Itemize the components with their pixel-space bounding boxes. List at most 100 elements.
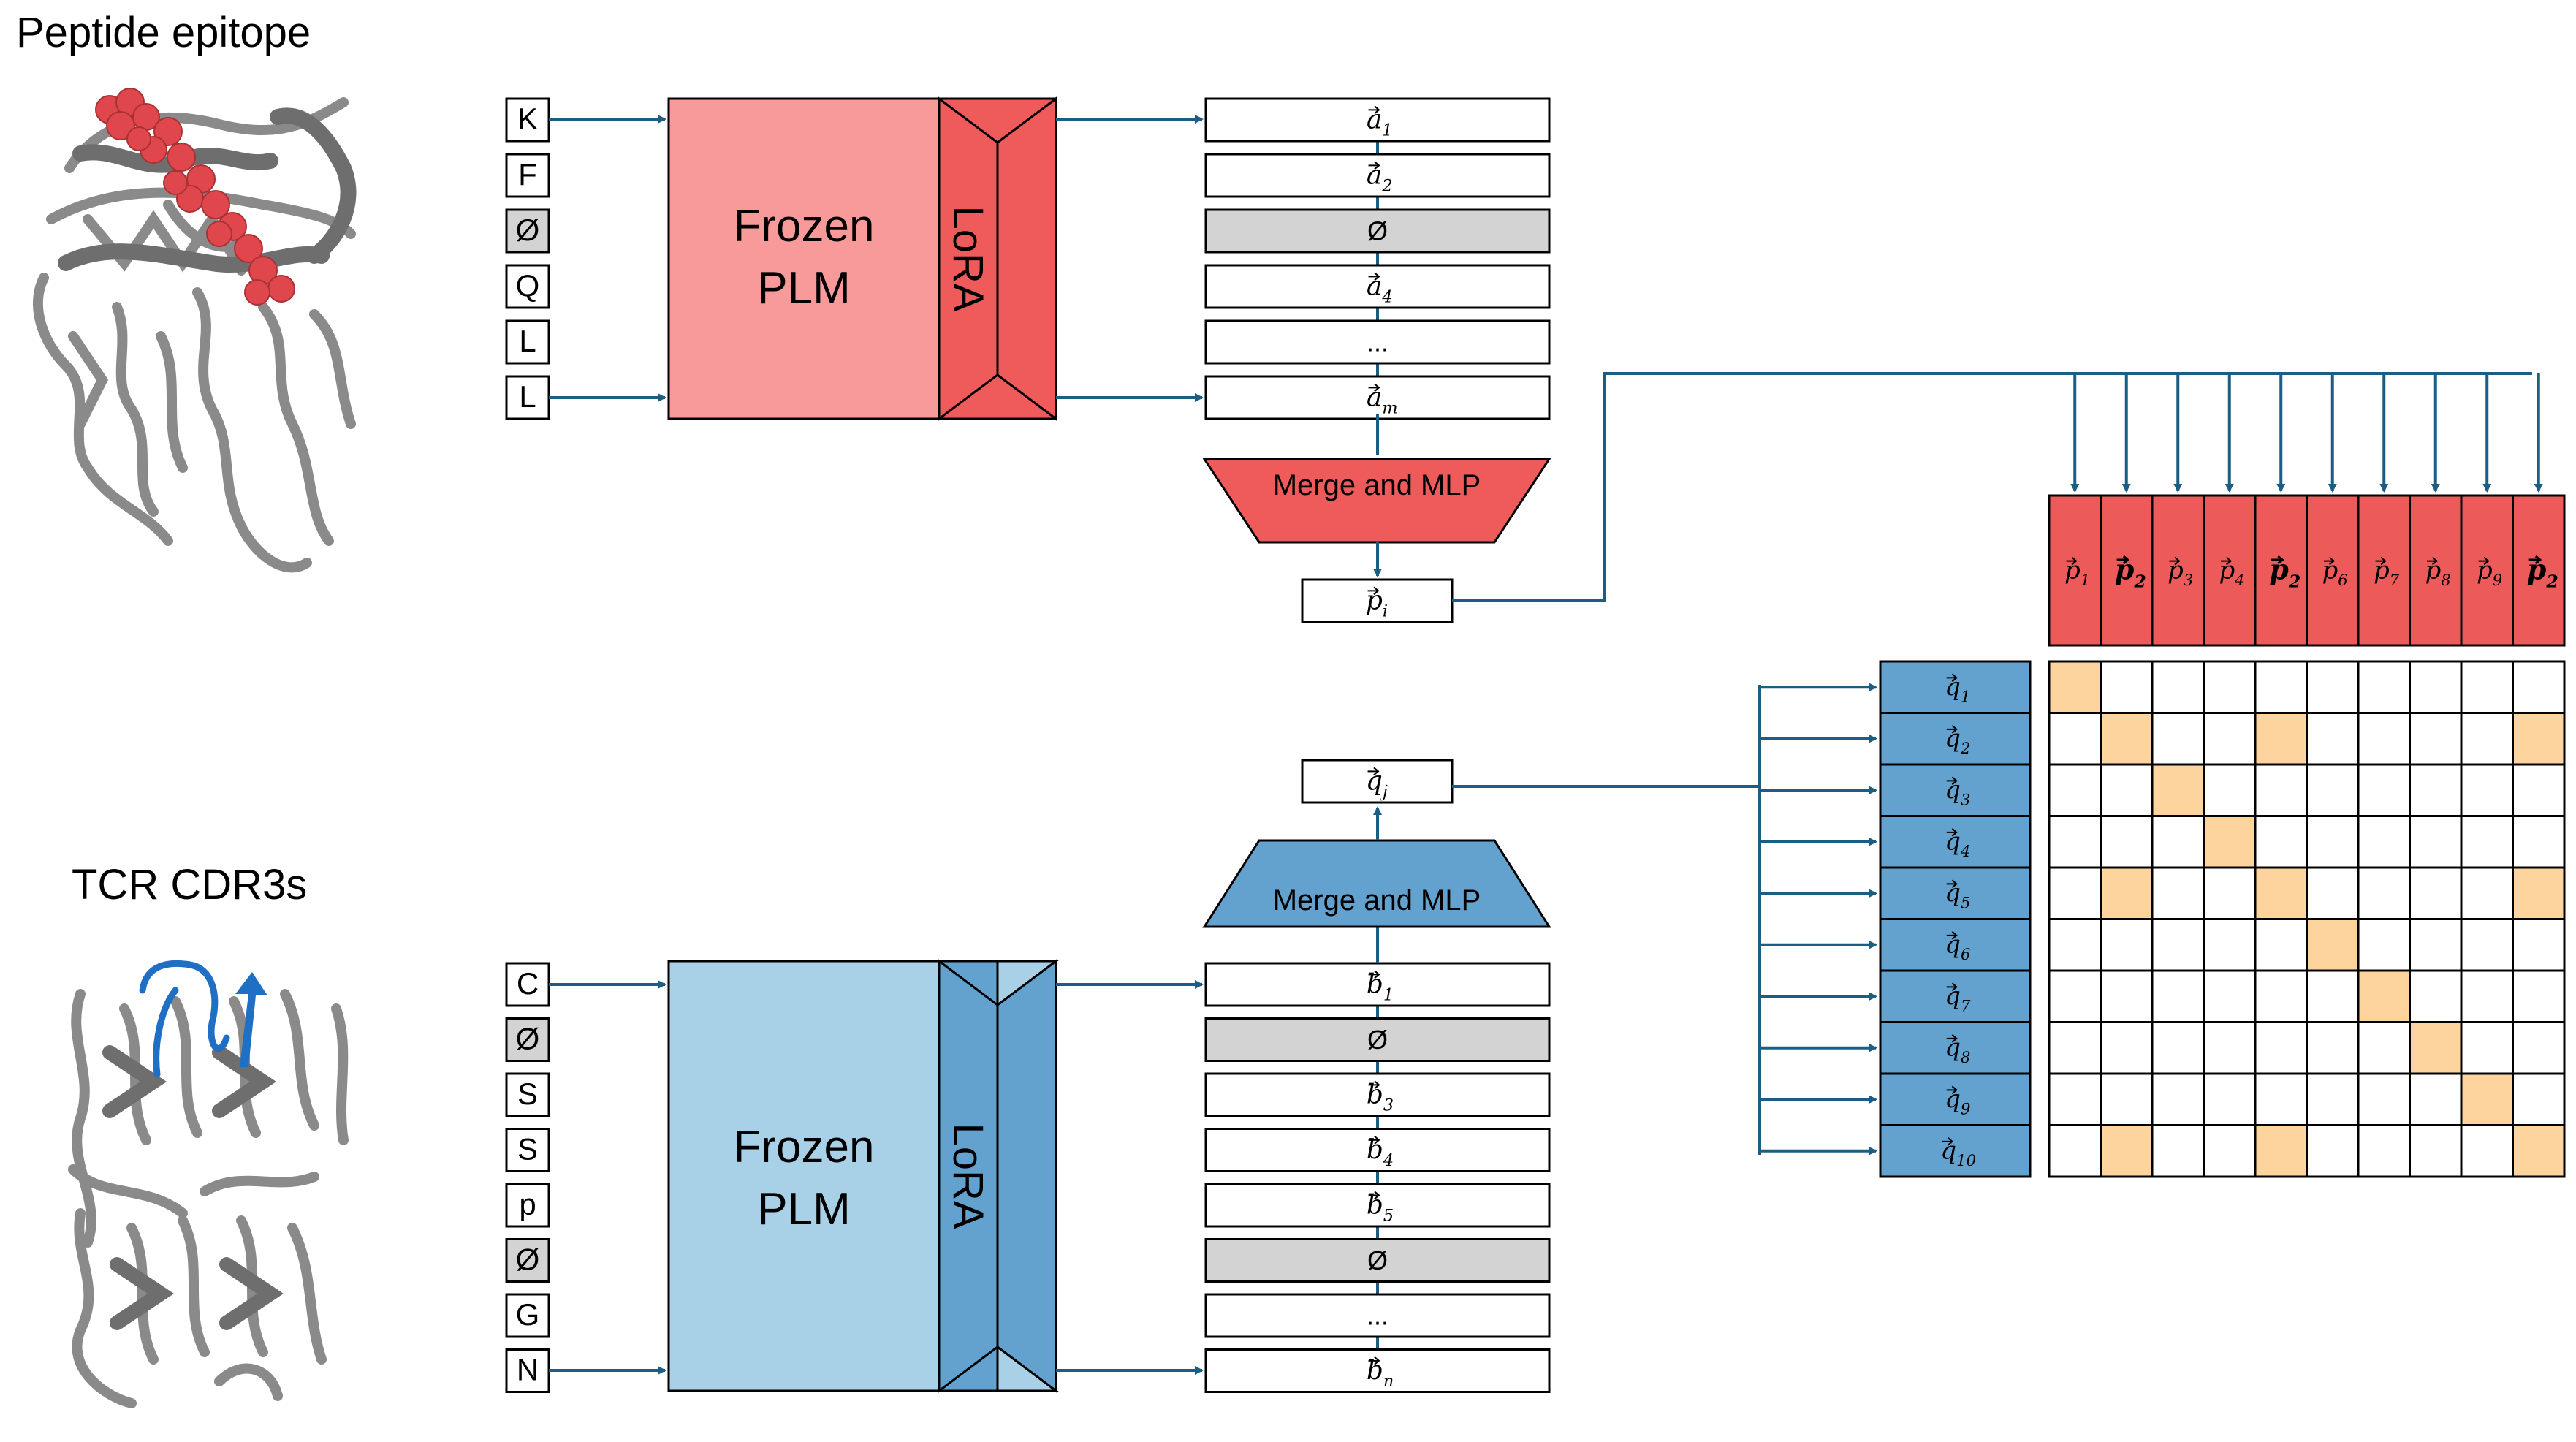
tcr-output-label-vector-arrow <box>1367 767 1380 776</box>
matrix-cell <box>2409 660 2463 714</box>
matrix-cell <box>2460 660 2514 714</box>
tcr-lora-block: LoRA <box>938 959 1060 1393</box>
matrix-cell <box>2151 1072 2205 1126</box>
peptide-token-label: Ø <box>516 213 540 247</box>
tcr-merge-label: Merge and MLP <box>1273 884 1481 917</box>
matrix-cell-positive <box>2254 866 2308 920</box>
matrix-cell-positive <box>2512 712 2566 766</box>
tcr-lora-label: LoRA <box>944 1123 992 1229</box>
matrix-column-label: p2 <box>2527 553 2558 592</box>
matrix-cell <box>2357 866 2411 920</box>
peptide-token-label: F <box>518 157 537 191</box>
matrix-row-label-vector-arrow <box>1946 931 1958 940</box>
matrix-cell <box>2048 866 2102 920</box>
matrix-cell <box>2409 866 2463 920</box>
matrix-cell <box>2409 969 2463 1023</box>
interaction-matrix <box>2048 660 2566 1178</box>
matrix-column-label-vector-arrow <box>2324 556 2336 566</box>
peptide-embedding-label-text: ... <box>1367 327 1388 357</box>
matrix-row-label-vector-arrow <box>1946 673 1958 683</box>
matrix-column-label-vector-arrow <box>2169 556 2181 566</box>
matrix-column-label-vector-arrow <box>2528 555 2542 565</box>
tcr-embedding-label-vector-arrow <box>1368 970 1380 979</box>
matrix-cell <box>2254 815 2308 869</box>
matrix-cell <box>2100 1072 2154 1126</box>
matrix-row-label-vector-arrow <box>1946 776 1958 786</box>
matrix-row-label-vector-arrow <box>1946 982 1958 992</box>
tcr-token-label: S <box>517 1077 538 1111</box>
matrix-cell <box>2512 660 2566 714</box>
matrix-cell <box>2048 918 2102 972</box>
matrix-row-label-text: q9 <box>1945 1085 1970 1118</box>
tcr-embedding-label: Ø <box>1367 1025 1388 1055</box>
tcr-token-label: C <box>517 966 539 1001</box>
peptide-embedding-label-text: Ø <box>1367 216 1388 246</box>
matrix-row-label-cell <box>1879 1124 2032 1178</box>
peptide-embedding-box <box>1204 319 1551 365</box>
tcr-structure-illustration <box>68 960 349 1408</box>
matrix-row-label-vector-arrow <box>1946 725 1958 734</box>
matrix-cell <box>2203 1021 2257 1075</box>
matrix-row-label-cell <box>1879 815 2032 869</box>
matrix-cell <box>2409 1124 2463 1178</box>
matrix-cell <box>2048 1124 2102 1178</box>
tcr-embedding-label: ... <box>1367 1301 1388 1331</box>
matrix-cell <box>2357 815 2411 869</box>
peptide-embedding-label: ... <box>1367 327 1388 357</box>
matrix-cell-positive <box>2357 969 2411 1023</box>
matrix-cell <box>2151 866 2205 920</box>
matrix-column-header-cell <box>2512 494 2566 647</box>
tcr-title: TCR CDR3s <box>72 861 307 908</box>
matrix-cell <box>2254 763 2308 817</box>
peptide-token-box <box>505 319 550 365</box>
matrix-cell <box>2306 969 2360 1023</box>
tcr-token-box <box>505 962 550 1007</box>
tcr-token-label: Ø <box>516 1022 540 1056</box>
matrix-cell-positive <box>2048 660 2102 714</box>
matrix-cell <box>2048 815 2102 869</box>
matrix-cell <box>2100 660 2154 714</box>
matrix-cell <box>2203 712 2257 766</box>
matrix-row-label: q9 <box>1945 1085 1970 1118</box>
tcr-embedding-box <box>1204 1293 1551 1338</box>
matrix-cell <box>2100 815 2154 869</box>
tcr-embedding-box <box>1204 1238 1551 1283</box>
tcr-token-label: G <box>516 1297 540 1332</box>
matrix-cell <box>2512 815 2566 869</box>
matrix-cell <box>2306 866 2360 920</box>
tcr-embedding-box <box>1204 962 1551 1007</box>
matrix-cell <box>2048 969 2102 1023</box>
matrix-cell <box>2048 763 2102 817</box>
peptide-to-matrix-connector <box>1452 372 2532 602</box>
matrix-cell <box>2306 815 2360 869</box>
matrix-cell <box>2048 712 2102 766</box>
tcr-token-box <box>505 1293 550 1338</box>
matrix-cell <box>2409 763 2463 817</box>
tcr-token-box <box>505 1238 550 1283</box>
matrix-column-label-vector-arrow <box>2375 556 2387 566</box>
peptide-embedding-label-text: a4 <box>1367 272 1393 307</box>
peptide-token-label: K <box>517 102 538 136</box>
matrix-row-label-cell <box>1879 866 2032 920</box>
matrix-column-header-cell <box>2409 494 2463 647</box>
matrix-cell-positive <box>2512 866 2566 920</box>
matrix-row-label-vector-arrow <box>1946 828 1958 837</box>
matrix-cell <box>2460 866 2514 920</box>
tcr-output-vector: qj <box>1301 759 1454 804</box>
matrix-cell <box>2357 918 2411 972</box>
matrix-row-label: q7 <box>1945 982 1971 1015</box>
matrix-cell <box>2100 969 2154 1023</box>
matrix-column-label-vector-arrow <box>2427 556 2439 566</box>
matrix-cell <box>2409 918 2463 972</box>
matrix-column-label-vector-arrow <box>2116 555 2130 565</box>
tcr-embedding-label-vector-arrow <box>1368 1356 1380 1365</box>
matrix-row-label-cell <box>1879 969 2032 1023</box>
peptide-embedding-box <box>1204 264 1551 309</box>
matrix-cell <box>2306 712 2360 766</box>
matrix-cell-positive <box>2254 712 2308 766</box>
matrix-column-label-text: p2 <box>2527 553 2558 592</box>
